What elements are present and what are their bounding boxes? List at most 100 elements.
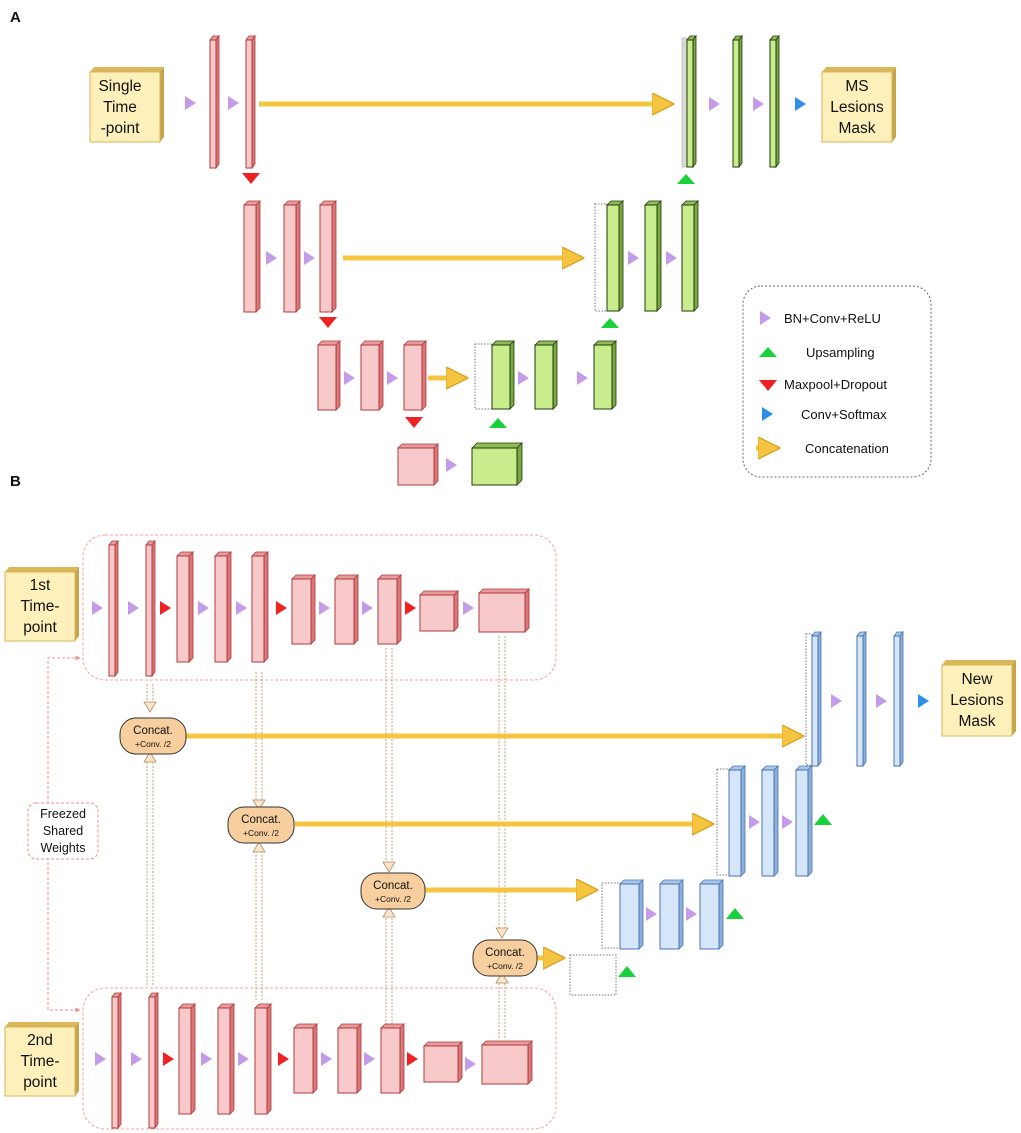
maxpool-dropout-icon [278, 1052, 289, 1066]
input-1-line-3: point [23, 619, 57, 636]
shared-weights-link-top [47, 655, 81, 804]
concat-label: Concat. [241, 814, 281, 826]
feature-block [619, 879, 644, 950]
red-down-triangle-icon [759, 380, 777, 391]
upsampling-icon [726, 908, 744, 919]
concat-node: Concat. +Conv. /2 [119, 717, 187, 755]
shared-weights-line-2: Shared [43, 824, 83, 838]
input-1-line-2: Time- [20, 598, 59, 615]
upsampling-icon [489, 418, 507, 428]
feature-block [108, 539, 119, 678]
feature-block [481, 1040, 533, 1085]
feature-block [377, 574, 402, 645]
encoder-a [209, 34, 439, 486]
maxpool-dropout-icon [242, 173, 260, 184]
upsampling-icon [601, 318, 619, 328]
bn-conv-relu-icon [646, 907, 657, 921]
feature-block [732, 34, 743, 169]
bn-conv-relu-icon [831, 694, 842, 708]
skip-connector [495, 636, 509, 939]
concatenated-copy-block [601, 882, 622, 949]
feature-block [317, 340, 341, 411]
feature-block [893, 630, 904, 768]
input-box-1st-timepoint: 1st Time- point [4, 567, 79, 642]
concat-label: Concat. [485, 947, 525, 959]
feature-block [699, 879, 724, 950]
bn-conv-relu-icon [266, 251, 277, 265]
input-label-line-1: Single [98, 78, 141, 95]
output-box-ms-lesions-mask: MS Lesions Mask [821, 67, 896, 143]
bn-conv-relu-icon [201, 1052, 212, 1066]
upsampling-icon [618, 966, 636, 977]
encoder-b-2 [111, 991, 533, 1130]
shared-weights-note: Freezed Shared Weights [27, 802, 99, 860]
panel-b: B Freezed Shared Weights 1st Time- point… [4, 473, 1016, 1130]
bn-conv-relu-icon [304, 251, 315, 265]
bn-conv-relu-icon [753, 97, 764, 111]
feature-block [761, 765, 779, 877]
bn-conv-relu-icon [319, 601, 330, 615]
feature-block [178, 1003, 196, 1115]
bn-conv-relu-icon [577, 371, 588, 385]
decoder-a [471, 34, 780, 486]
input-box-single-timepoint: Single Time -point [89, 67, 164, 143]
feature-block [148, 991, 159, 1130]
bn-conv-relu-icon [518, 371, 529, 385]
feature-block [214, 551, 232, 663]
bn-conv-relu-icon [344, 371, 355, 385]
feature-block [534, 340, 558, 410]
concat-node: Concat. +Conv. /2 [360, 872, 426, 910]
concat-node: Concat. +Conv. /2 [472, 939, 538, 977]
legend-box [742, 285, 932, 478]
skip-connector [252, 672, 266, 811]
concat-label: Concat. [373, 880, 413, 892]
feature-block [644, 200, 662, 312]
concat-label: Concat. [133, 725, 173, 737]
feature-block [283, 200, 301, 313]
output-label-line-3: Mask [838, 120, 875, 137]
skip-connector [495, 972, 509, 1038]
legend-item-concatenation: Concatenation [805, 441, 889, 456]
concat-sublabel: +Conv. /2 [487, 961, 523, 971]
legend: BN+Conv+ReLU Upsampling Maxpool+Dropout … [742, 285, 932, 478]
purple-right-triangle-icon [760, 311, 771, 325]
maxpool-dropout-icon [160, 601, 171, 615]
feature-block [419, 590, 459, 632]
concat-node: Concat. +Conv. /2 [227, 806, 295, 844]
operation-glyphs-b [92, 601, 929, 1071]
panel-a-letter: A [10, 9, 21, 26]
skip-connector [252, 841, 266, 1000]
feature-block [856, 630, 867, 768]
feature-block [111, 991, 122, 1130]
bn-conv-relu-icon [628, 251, 639, 265]
input-label-line-3: -point [101, 120, 140, 137]
legend-item-maxpool-dropout: Maxpool+Dropout [784, 377, 887, 392]
bn-conv-relu-icon [446, 458, 457, 472]
bn-conv-relu-icon [185, 96, 196, 110]
maxpool-dropout-icon [407, 1052, 418, 1066]
bottleneck-block [397, 443, 439, 486]
feature-block [478, 588, 530, 633]
bn-conv-relu-icon [387, 371, 398, 385]
concatenated-copy-block [474, 343, 494, 410]
bn-conv-relu-icon [95, 1052, 106, 1066]
maxpool-dropout-icon [319, 317, 337, 328]
output-b-line-3: Mask [958, 713, 995, 730]
skip-connectors [143, 636, 509, 1038]
maxpool-dropout-icon [405, 601, 416, 615]
input-box-2nd-timepoint: 2nd Time- point [4, 1022, 79, 1097]
output-b-line-2: Lesions [950, 692, 1004, 709]
skip-connector [382, 906, 396, 1025]
bn-conv-relu-icon [131, 1052, 142, 1066]
feature-block [593, 340, 617, 410]
bn-conv-relu-icon [666, 251, 677, 265]
output-label-line-2: Lesions [830, 99, 884, 116]
feature-block [293, 1023, 318, 1094]
feature-block [243, 200, 261, 313]
feature-block [403, 340, 427, 411]
input-2-line-1: 2nd [27, 1032, 53, 1049]
feature-block [606, 200, 624, 312]
feature-block [334, 574, 359, 645]
feature-block [423, 1041, 463, 1083]
skip-connector [382, 648, 396, 873]
